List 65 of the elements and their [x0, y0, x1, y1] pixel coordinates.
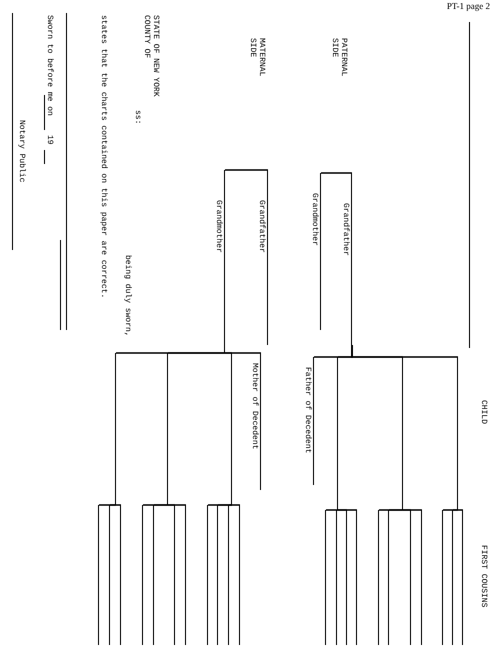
fill-in-line: [336, 357, 338, 510]
connector-line: [321, 172, 352, 174]
connector-line: [326, 509, 339, 511]
fill-in-line: [141, 505, 143, 645]
connector-line: [229, 504, 233, 506]
fill-in-line: [401, 357, 403, 510]
fill-in-line: [387, 510, 389, 645]
fill-in-line: [409, 510, 411, 645]
connector-line: [110, 504, 117, 506]
fill-in-line: [468, 22, 470, 348]
fill-in-line: [230, 353, 232, 505]
page-number: PT-1 page 2: [446, 1, 490, 11]
heading-text: STATE OF NEW YORK: [151, 15, 160, 97]
fill-in-line: [152, 505, 154, 645]
fill-in-line: [216, 505, 218, 645]
fill-in-line: [441, 510, 443, 645]
column-heading: FIRST COUSINS: [479, 545, 488, 608]
connector-line: [453, 509, 459, 511]
fill-in-line: [377, 510, 379, 645]
body-text: Sworn to before me on: [45, 15, 54, 116]
fill-in-line: [108, 505, 110, 645]
fill-in-line: [119, 505, 121, 645]
name-line: Grandfather: [256, 170, 268, 345]
fill-in-line: [324, 510, 326, 645]
heading-text: COUNTY OF: [142, 15, 151, 58]
fill-in-line: [345, 510, 347, 645]
fill-in-line: [227, 505, 229, 645]
caption-text: Notary Public: [17, 120, 26, 182]
connector-line: [224, 352, 232, 354]
connector-line: [167, 504, 186, 506]
connector-line: [115, 504, 121, 506]
column-heading: CHILD: [479, 400, 488, 424]
connector-line: [351, 345, 458, 358]
connector-line: [337, 509, 357, 511]
name-line: Grandfather: [340, 173, 352, 345]
fill-in-line: [451, 510, 453, 645]
label-text: 19: [45, 135, 54, 145]
fill-in-line: [420, 510, 422, 645]
section-heading: PATERNAL SIDE: [330, 38, 348, 78]
fill-in-line: [355, 510, 357, 645]
connector-line: [154, 504, 169, 506]
connector-line: [389, 509, 404, 511]
fill-in-line: [166, 353, 168, 505]
fill-in-line: [456, 357, 458, 510]
fill-in-line: [184, 505, 186, 645]
connector-line: [402, 509, 422, 511]
fill-in-line: [173, 505, 175, 645]
fill-in-line: [97, 505, 99, 645]
fill-in-line: [335, 510, 337, 645]
fill-in-line: [238, 505, 240, 645]
connector-line: [168, 352, 226, 354]
connector-line: [231, 504, 240, 506]
fill-in-line: [206, 505, 208, 645]
name-line: Grandmother: [309, 173, 321, 330]
name-line: Mother of Decedent: [249, 353, 261, 490]
label-text: ss:: [133, 110, 142, 124]
name-line: Father of Decedent: [302, 357, 314, 485]
body-text: being duly sworn,: [123, 255, 132, 337]
name-line: Grandmother: [213, 170, 225, 353]
fill-in-line: [114, 353, 116, 505]
connector-line: [457, 509, 463, 511]
fill-in-line: [461, 510, 463, 645]
connector-line: [225, 169, 268, 171]
section-heading: MATERNAL SIDE: [248, 38, 266, 78]
body-text: states that the charts contained on this paper are correct.: [99, 15, 108, 298]
